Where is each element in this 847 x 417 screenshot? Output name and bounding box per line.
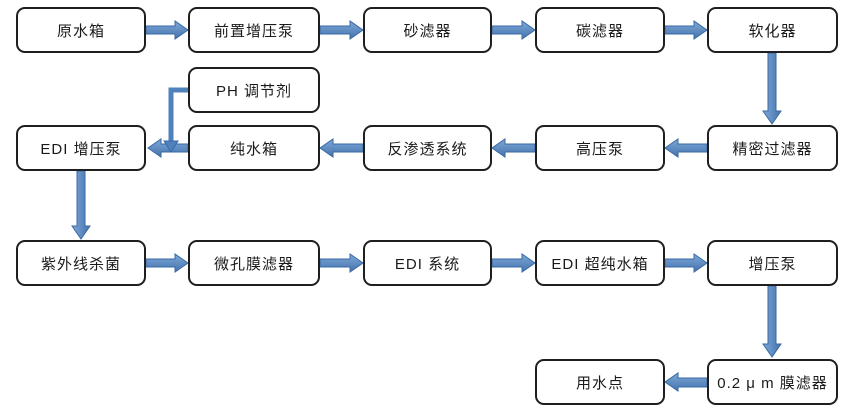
node-raw-water-tank: 原水箱 [16,7,146,53]
arrow-booster-pump-to-membrane-filter [762,285,782,358]
node-carbon-filter: 碳滤器 [535,7,665,53]
node-softener: 软化器 [707,7,838,53]
node-pure-water-tank: 纯水箱 [188,125,320,171]
node-sand-filter: 砂滤器 [363,7,492,53]
arrow-sand-filter-to-carbon-filter [491,20,536,40]
connector-ph-adjuster-arrowhead [163,140,179,153]
node-precision-filter: 精密过滤器 [707,125,838,171]
node-ph-adjuster: PH 调节剂 [188,67,320,113]
arrow-high-pressure-pump-to-ro-system [491,138,536,158]
node-point-of-use: 用水点 [535,359,665,405]
arrow-edi-system-to-edi-ultrapure-water-tank [491,253,536,273]
node-booster-pump: 增压泵 [707,240,838,286]
arrow-microporous-membrane-filter-to-edi-system [319,253,364,273]
arrow-edi-booster-pump-to-uv-sterilizer [71,170,91,240]
node-uv-sterilizer: 紫外线杀菌 [16,240,146,286]
arrow-ro-system-to-pure-water-tank [319,138,364,158]
node-high-pressure-pump: 高压泵 [535,125,665,171]
arrow-carbon-filter-to-softener [664,20,708,40]
node-microporous-membrane-filter: 微孔膜滤器 [188,240,320,286]
node-ro-system: 反渗透系统 [363,125,492,171]
arrow-edi-ultrapure-water-tank-to-booster-pump [664,253,708,273]
node-pre-booster-pump: 前置增压泵 [188,7,320,53]
connector-ph-adjuster-elbow [168,87,188,141]
arrow-raw-water-tank-to-pre-booster-pump [145,20,189,40]
arrow-membrane-filter-to-point-of-use [664,372,708,392]
node-edi-ultrapure-water-tank: EDI 超纯水箱 [535,240,665,286]
node-edi-system: EDI 系统 [363,240,492,286]
arrow-uv-sterilizer-to-microporous-membrane-filter [145,253,189,273]
node-membrane-filter-0-2um: 0.2 μ m 膜滤器 [707,359,838,405]
node-edi-booster-pump: EDI 增压泵 [16,125,146,171]
arrow-precision-filter-to-high-pressure-pump [664,138,708,158]
arrow-pre-booster-pump-to-sand-filter [319,20,364,40]
arrow-softener-to-precision-filter [762,52,782,125]
